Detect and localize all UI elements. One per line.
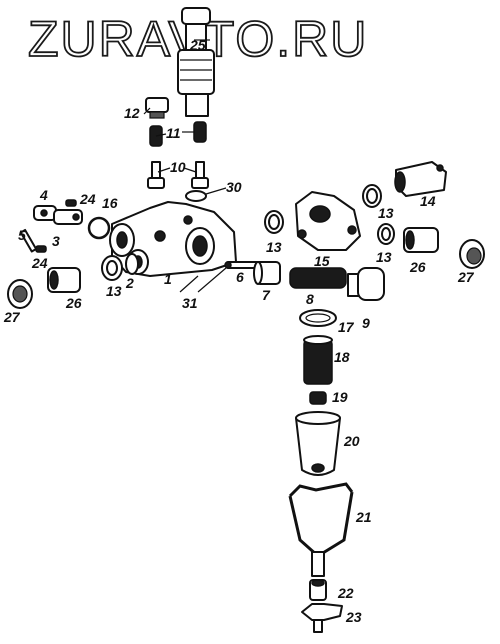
callout-8: 8 <box>306 291 314 307</box>
callout-31: 31 <box>182 295 198 311</box>
part-16-circlip <box>87 216 111 240</box>
callout-13-mid: 13 <box>266 239 282 255</box>
callout-24-upper: 24 <box>79 191 96 207</box>
part-8-spring <box>289 267 347 289</box>
callout-27-left: 27 <box>3 309 21 325</box>
callout-21: 21 <box>355 509 372 525</box>
part-22-screw <box>309 579 327 601</box>
callout-3: 3 <box>52 233 60 249</box>
part-20-sediment-bowl <box>295 411 341 476</box>
part-15-housing <box>295 191 361 251</box>
part-26-union-right <box>403 227 439 253</box>
callout-26-right: 26 <box>409 259 426 275</box>
callout-2: 2 <box>125 275 134 291</box>
part-17-gasket <box>299 309 337 327</box>
part-13-seal-left-inner <box>106 260 118 276</box>
callout-12: 12 <box>124 105 140 121</box>
part-13-ring-lower-inner <box>381 227 391 241</box>
callout-25: 25 <box>189 37 206 53</box>
part-2-washer <box>125 253 139 275</box>
callout-10: 10 <box>170 159 186 175</box>
part-10-valves <box>147 161 209 189</box>
part-27-cap-right <box>459 239 485 269</box>
callout-14: 14 <box>420 193 436 209</box>
part-7-piston <box>253 261 281 285</box>
part-24-screw-upper <box>65 199 77 207</box>
callout-23: 23 <box>345 609 362 625</box>
callout-labels: 25 12 11 10 30 4 24 16 5 3 24 13 2 1 6 3… <box>3 37 475 625</box>
callout-15: 15 <box>314 253 330 269</box>
callout-7: 7 <box>262 287 271 303</box>
callout-19: 19 <box>332 389 348 405</box>
part-23-wing-nut <box>301 603 343 633</box>
part-14-banjo-fitting <box>394 161 447 197</box>
part-12-plug <box>145 97 169 119</box>
callout-11: 11 <box>166 125 181 141</box>
part-26-union-left <box>47 267 81 293</box>
callout-26-left: 26 <box>65 295 82 311</box>
part-3-fitting <box>53 209 83 225</box>
callout-5: 5 <box>18 227 26 243</box>
callout-13-left: 13 <box>106 283 122 299</box>
callout-18: 18 <box>334 349 350 365</box>
callout-30: 30 <box>226 179 242 195</box>
callout-6: 6 <box>236 269 244 285</box>
callout-27-right: 27 <box>457 269 475 285</box>
part-9-plug <box>347 267 385 301</box>
callout-13-lower: 13 <box>376 249 392 265</box>
callout-24-lower: 24 <box>31 255 48 271</box>
part-24-screw-lower <box>35 245 47 253</box>
callout-13-upper: 13 <box>378 205 394 221</box>
part-5-pin <box>19 228 38 253</box>
part-21-bail-clamp <box>288 482 354 577</box>
part-13-ring-mid-inner <box>268 214 280 230</box>
part-27-cap-left <box>7 279 33 309</box>
callout-16: 16 <box>102 195 118 211</box>
callout-22: 22 <box>337 585 354 601</box>
part-19-spring <box>309 391 327 405</box>
part-13-ring-upper-inner <box>366 188 378 204</box>
part-17-gasket-inner <box>305 313 331 323</box>
part-30-seal <box>185 190 207 202</box>
part-25-primer-pump <box>177 7 215 117</box>
callout-4: 4 <box>39 187 48 203</box>
part-4-banjo <box>33 205 57 221</box>
part-18-filter-element <box>303 335 333 385</box>
callout-20: 20 <box>343 433 360 449</box>
callout-1: 1 <box>164 271 172 287</box>
callout-17: 17 <box>338 319 355 335</box>
callout-9: 9 <box>362 315 370 331</box>
leader-lines <box>143 39 227 293</box>
